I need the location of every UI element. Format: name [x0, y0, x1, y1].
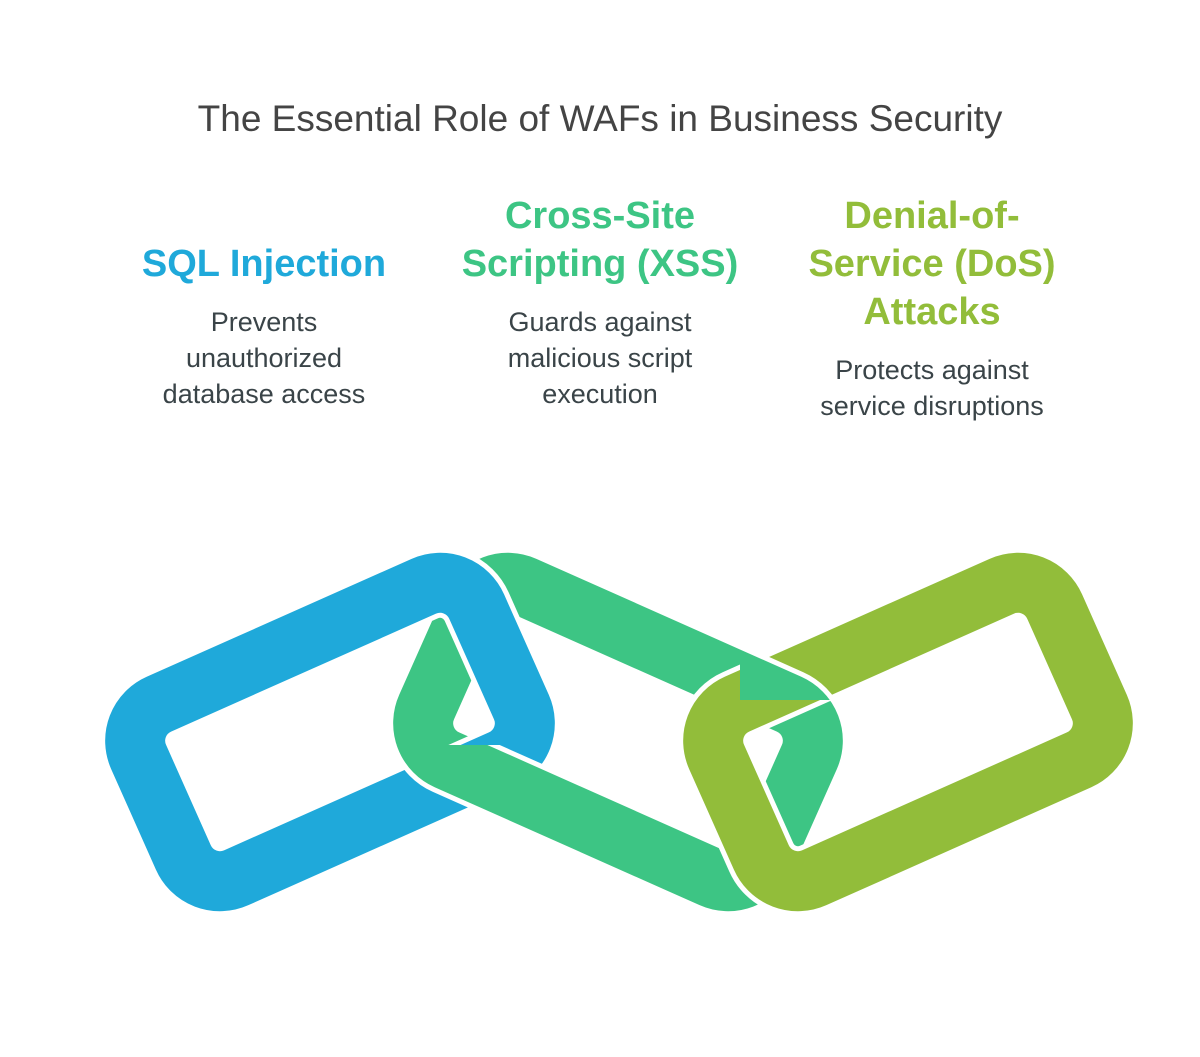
item-description: Protects against service disruptions — [820, 355, 1044, 421]
item-heading: SQL Injection — [141, 243, 387, 285]
link-blue-icon — [100, 547, 560, 917]
item-xss: Cross-Site Scripting (XSS) Guards agains… — [440, 192, 760, 412]
item-heading: Denial-of-Service (DoS) Attacks — [808, 195, 1056, 333]
item-dos: Denial-of-Service (DoS) Attacks Protects… — [772, 192, 1092, 424]
item-description: Guards against malicious script executio… — [507, 307, 693, 409]
link-lime-icon — [678, 547, 1138, 917]
diagram-title: The Essential Role of WAFs in Business S… — [197, 98, 1003, 139]
item-sql-injection: SQL Injection Prevents unauthorized data… — [104, 240, 424, 412]
item-description: Prevents unauthorized database access — [162, 307, 366, 409]
item-heading: Cross-Site Scripting (XSS) — [461, 195, 739, 285]
